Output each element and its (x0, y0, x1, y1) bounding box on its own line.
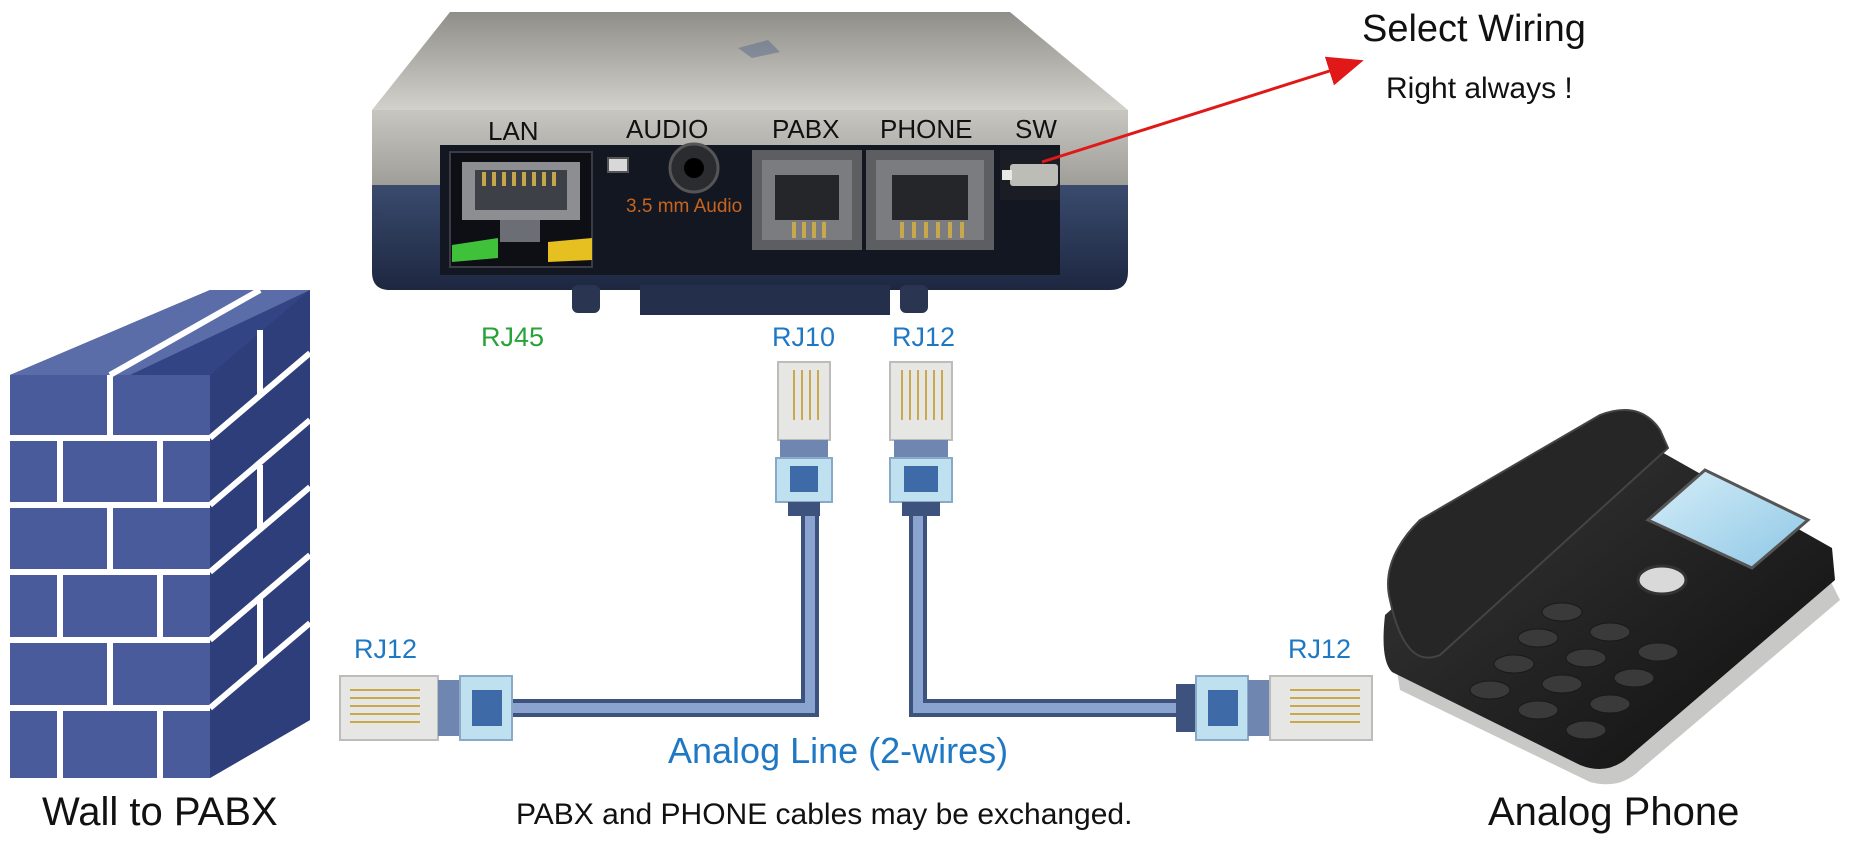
rj10-label: RJ10 (772, 322, 836, 352)
callout-title: Select Wiring (1362, 8, 1586, 50)
voip-adapter-device (372, 12, 1128, 315)
rj12-wall-label: RJ12 (354, 634, 418, 664)
lan-activity-led (548, 238, 592, 262)
wall-label: Wall to PABX (42, 790, 278, 834)
rj10-plug (775, 361, 833, 516)
rj12-phone-label: RJ12 (1288, 634, 1352, 664)
brick-wall (10, 287, 312, 778)
callout-subtitle: Right always ! (1386, 72, 1573, 105)
lan-port (449, 151, 593, 268)
phone-port-label: PHONE (880, 114, 973, 144)
analog-line-label: Analog Line (2-wires) (668, 730, 1009, 771)
audio-jack-label: 3.5 mm Audio (626, 196, 743, 217)
sw-port-label: SW (1015, 114, 1057, 144)
pabx-port-label: PABX (772, 114, 840, 144)
sw-switch (1000, 150, 1060, 200)
lan-port-label: LAN (488, 116, 539, 146)
rj12-device-label: RJ12 (892, 322, 956, 352)
rj12-wall-plug (339, 675, 513, 741)
rj12-phone-plug (1176, 675, 1373, 741)
analog-phone (1383, 409, 1840, 785)
rj12-device-plug (889, 361, 953, 516)
audio-port-label: AUDIO (626, 114, 709, 144)
phone-port (866, 150, 994, 250)
exchange-note: PABX and PHONE cables may be exchanged. (516, 798, 1133, 831)
phone-label: Analog Phone (1488, 790, 1740, 834)
callout-arrow (1041, 56, 1364, 164)
lan-link-led (452, 238, 498, 262)
analog-cables (510, 508, 1180, 717)
audio-port (607, 142, 720, 194)
pabx-port (752, 150, 862, 250)
rj45-label: RJ45 (481, 322, 545, 352)
